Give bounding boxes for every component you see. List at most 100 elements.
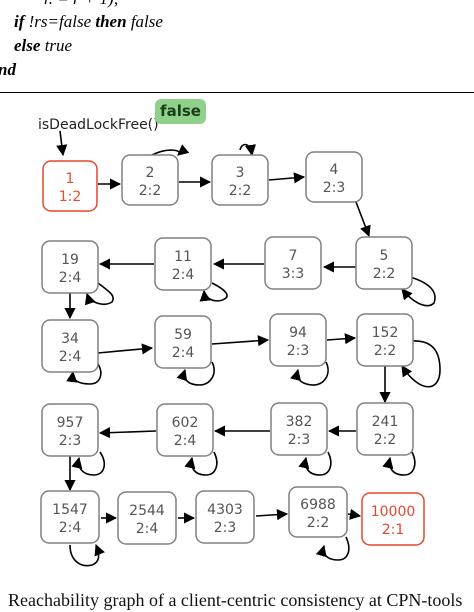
state-node: 73:3 xyxy=(264,236,322,290)
transition-arrow xyxy=(176,361,215,386)
result-badge: false xyxy=(155,99,206,124)
state-box xyxy=(41,240,99,294)
state-node: 342:4 xyxy=(41,319,99,373)
code-text: !rs=false xyxy=(24,12,96,31)
state-id: 7 xyxy=(289,248,298,264)
state-id: 241 xyxy=(372,414,399,430)
state-value: 2:4 xyxy=(136,521,159,537)
keyword-else: else xyxy=(14,36,41,55)
state-node: 592:4 xyxy=(154,315,212,369)
state-box xyxy=(40,490,100,544)
state-box xyxy=(195,490,255,544)
state-box xyxy=(154,315,212,369)
keyword-if: if xyxy=(14,12,25,31)
keyword-end: nd xyxy=(0,60,16,79)
state-id: 11 xyxy=(174,249,192,265)
state-value: 2:2 xyxy=(229,183,252,199)
state-id: 152 xyxy=(372,325,399,341)
transition-arrow xyxy=(69,543,105,567)
state-value: 2:3 xyxy=(323,180,346,196)
state-node: 32:2 xyxy=(211,154,269,206)
state-value: 2:2 xyxy=(374,343,397,359)
state-node: 6988 2:2 xyxy=(288,486,348,538)
transition-arrow xyxy=(84,282,114,306)
state-box xyxy=(211,154,269,206)
state-box xyxy=(41,403,99,457)
state-box xyxy=(117,491,177,545)
transition-arrow xyxy=(401,340,441,388)
state-value: 2:3 xyxy=(288,432,311,448)
transition-arrow xyxy=(184,451,218,476)
state-node: 192:4 xyxy=(41,240,99,294)
state-id: 2 xyxy=(146,165,155,181)
state-box xyxy=(154,237,212,291)
code-line: r. = r + 1); xyxy=(44,0,119,9)
state-id: 957 xyxy=(57,415,84,431)
state-id: 5 xyxy=(380,248,389,264)
state-value: 2:4 xyxy=(172,267,195,283)
transition-arrow xyxy=(66,363,102,385)
state-id: 10000 xyxy=(371,504,416,520)
transition-arrow xyxy=(315,536,350,561)
transition-arrow xyxy=(151,144,190,156)
state-id: 1 xyxy=(66,171,75,187)
state-box xyxy=(270,402,328,456)
state-node: 4303 2:3 xyxy=(195,490,255,544)
state-box xyxy=(305,151,363,203)
state-value: 2:3 xyxy=(59,433,82,449)
state-box xyxy=(356,402,414,456)
state-node: 42:3 xyxy=(305,151,363,203)
state-id: 6988 xyxy=(300,497,336,513)
state-value: 2:3 xyxy=(214,520,237,536)
state-node: 11:2 xyxy=(42,160,98,212)
state-node: 52:2 xyxy=(355,236,413,290)
state-id: 34 xyxy=(61,331,79,347)
state-node: 112:4 xyxy=(154,237,212,291)
state-value: 2:1 xyxy=(382,522,405,538)
code-line: nd xyxy=(0,60,16,80)
state-box xyxy=(288,486,348,538)
transition-arrow xyxy=(382,451,416,476)
state-box xyxy=(361,492,425,546)
state-value: 1:2 xyxy=(59,189,82,205)
state-id: 4303 xyxy=(207,502,243,518)
state-node: 22:2 xyxy=(121,154,179,206)
state-id: 3 xyxy=(236,165,245,181)
state-box xyxy=(264,236,322,290)
state-value: 2:4 xyxy=(174,433,197,449)
nodes: 11:222:232:242:3192:4112:473:352:2342:45… xyxy=(40,151,425,546)
function-label: isDeadLockFree() xyxy=(38,117,159,133)
transition-arrow xyxy=(401,276,436,307)
code-listing: r. = r + 1); if !rs=false then false els… xyxy=(0,0,474,90)
code-text: true xyxy=(40,36,73,55)
state-value: 2:4 xyxy=(59,349,82,365)
state-value: 2:4 xyxy=(59,270,82,286)
separator-rule xyxy=(0,92,474,93)
keyword-then: then xyxy=(95,12,127,31)
transition-arrow xyxy=(71,451,106,476)
transition-arrow xyxy=(56,130,68,157)
state-box xyxy=(156,403,214,457)
state-box xyxy=(269,313,327,367)
state-value: 2:2 xyxy=(307,515,330,531)
state-id: 4 xyxy=(330,162,339,178)
state-box xyxy=(356,313,414,367)
transition-arrow xyxy=(98,427,157,439)
state-id: 94 xyxy=(289,325,307,341)
state-value: 2:2 xyxy=(374,432,397,448)
code-line: else true xyxy=(14,36,72,56)
state-node: 10000 2:1 xyxy=(361,492,425,546)
figure-caption: Reachability graph of a client-centric c… xyxy=(8,590,463,610)
edges xyxy=(56,130,441,567)
transition-arrow xyxy=(211,335,270,347)
state-box xyxy=(41,319,99,373)
transition-arrow xyxy=(326,333,357,345)
state-value: 2:4 xyxy=(172,345,195,361)
transition-arrow xyxy=(355,201,371,238)
transition-arrow xyxy=(97,343,154,355)
